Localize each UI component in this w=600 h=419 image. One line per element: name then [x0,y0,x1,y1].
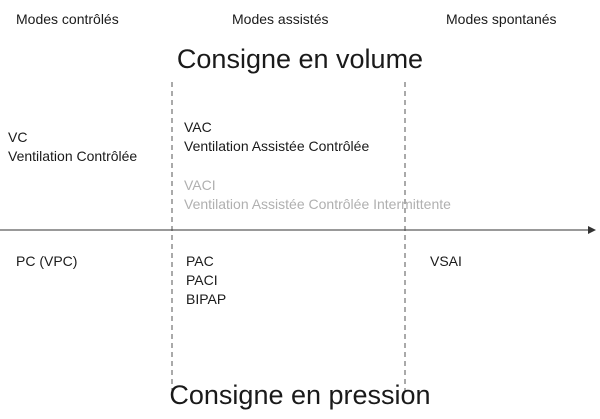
vsai-abbrev: VSAI [430,253,462,269]
vc-block: VC Ventilation Contrôlée [8,128,137,166]
title-pressure: Consigne en pression [169,380,431,410]
title-volume: Consigne en volume [176,44,424,74]
pc-block: PC (VPC) [16,252,77,271]
header-controlled-modes: Modes contrôlés [16,11,119,27]
header-spontaneous-modes: Modes spontanés [446,11,557,27]
axis-arrowhead [588,226,596,234]
pac-abbrev: PAC [186,253,214,269]
vaci-name: Ventilation Assistée Contrôlée Intermitt… [184,196,451,212]
header-assisted-modes: Modes assistés [232,11,329,27]
vaci-abbrev: VACI [184,177,216,193]
vac-abbrev: VAC [184,119,212,135]
vaci-block: VACI Ventilation Assistée Contrôlée Inte… [184,176,451,214]
pc-abbrev: PC (VPC) [16,253,78,269]
vac-name: Ventilation Assistée Contrôlée [184,138,370,154]
bipap-abbrev: BIPAP [186,291,227,307]
paci-abbrev: PACI [186,272,218,288]
vc-name: Ventilation Contrôlée [8,148,138,164]
vac-block: VAC Ventilation Assistée Contrôlée [184,118,369,156]
vsai-block: VSAI [430,252,462,271]
pressure-assisted-block: PAC PACI BIPAP [186,252,226,309]
vc-abbrev: VC [8,129,28,145]
